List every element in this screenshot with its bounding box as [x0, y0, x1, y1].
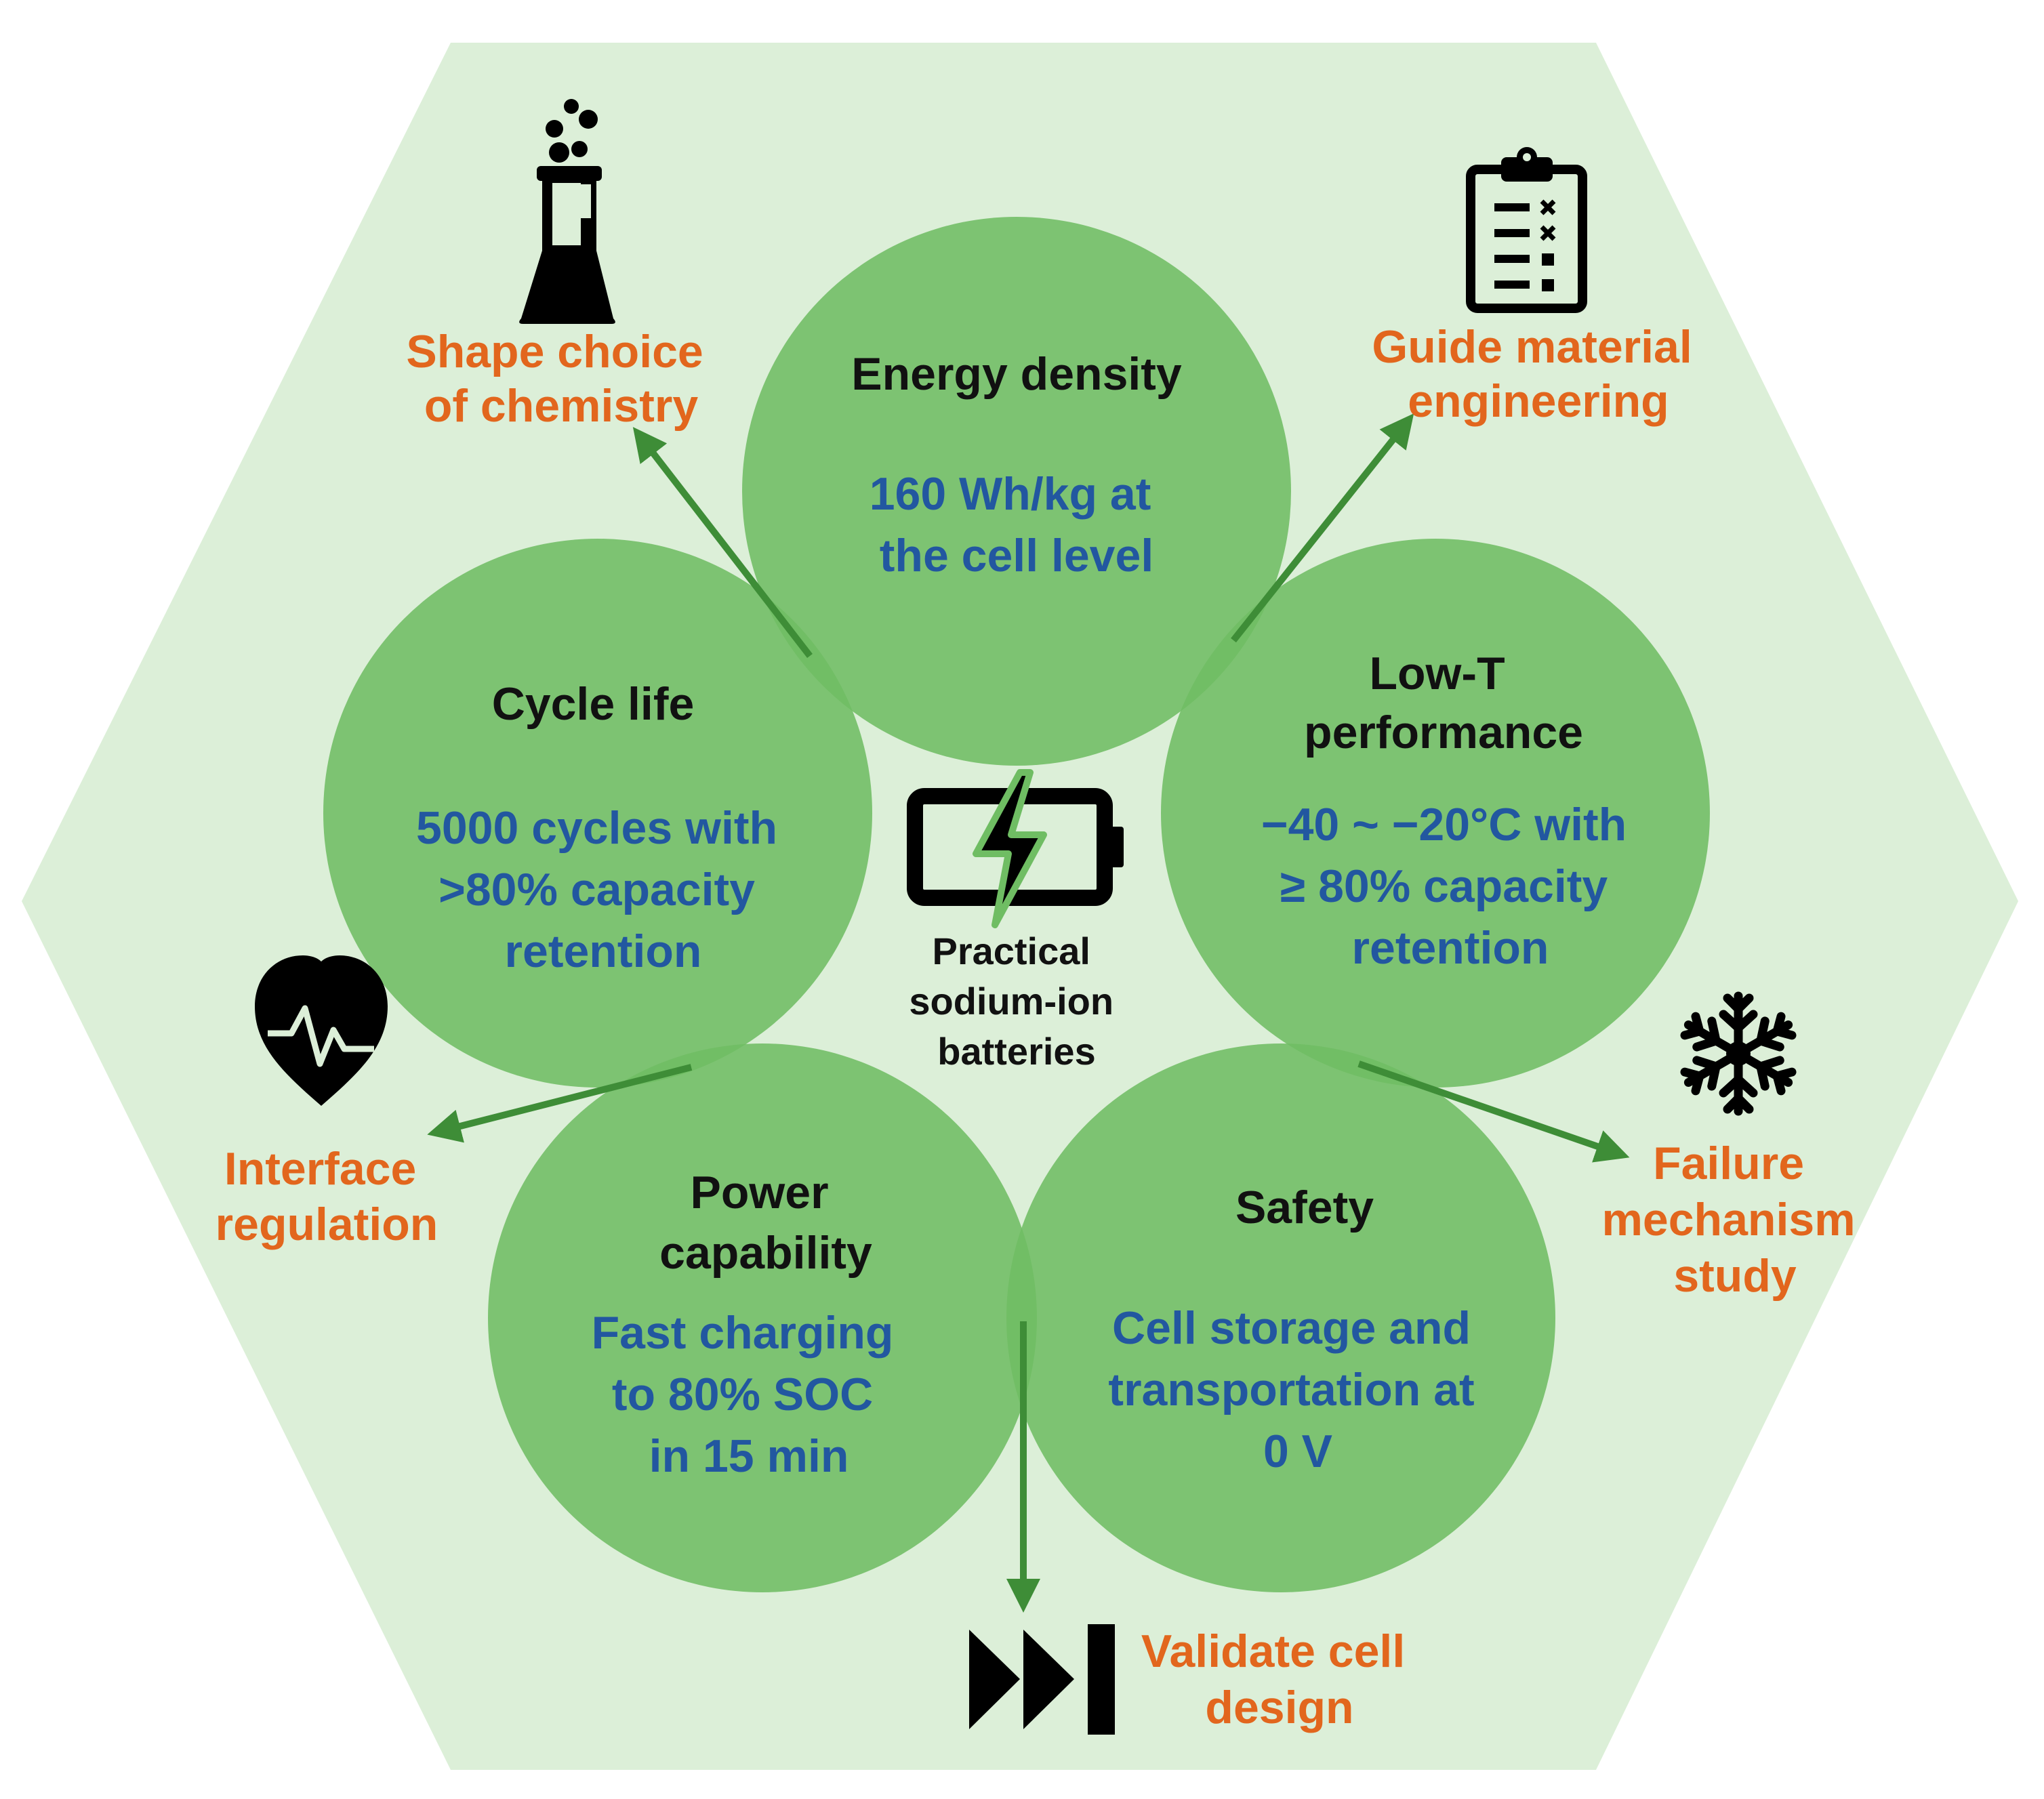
- arrow-to-failure-mechanism: [1357, 1060, 1630, 1163]
- title-line: Low-T: [1369, 648, 1505, 699]
- safety-target: Cell storage and transportation at 0 V: [1108, 1302, 1487, 1477]
- metric-circles: [323, 217, 1710, 1592]
- outcome-line: regulation: [216, 1199, 438, 1250]
- title-line: performance: [1304, 707, 1583, 758]
- title-line: Cycle life: [492, 678, 695, 730]
- outcome-line: design: [1205, 1682, 1353, 1733]
- outcome-line: Guide material: [1372, 321, 1692, 373]
- low-t-performance-target: −40 ~ −20°C with ≥ 80% capacity retentio…: [1261, 799, 1639, 974]
- target-line: >80% capacity: [438, 864, 755, 915]
- validate-design-label: Validate cell design: [1141, 1626, 1418, 1733]
- circle-power-capability: [488, 1043, 1037, 1592]
- failure-mechanism-label: Failure mechanism study: [1601, 1138, 1868, 1302]
- fast-forward-icon: [969, 1624, 1115, 1735]
- title-line: Energy density: [851, 348, 1182, 400]
- battery-charging-icon: [907, 769, 1124, 928]
- outcome-line: engineering: [1408, 375, 1669, 427]
- title-line: Power: [691, 1167, 829, 1218]
- title-line: Safety: [1235, 1182, 1374, 1233]
- center-label-line: sodium-ion: [909, 980, 1113, 1022]
- cycle-life-title: Cycle life: [492, 678, 695, 730]
- circle-low-t-performance: [1161, 539, 1710, 1088]
- target-line: retention: [505, 926, 702, 977]
- target-line: 0 V: [1263, 1426, 1332, 1477]
- outcome-line: Interface: [224, 1143, 416, 1195]
- outcome-arrows: [427, 413, 1630, 1613]
- energy-density-title: Energy density: [851, 348, 1182, 400]
- outcome-line: of chemistry: [424, 380, 699, 432]
- target-line: ≥ 80% capacity: [1280, 861, 1608, 912]
- energy-density-target: 160 Wh/kg at the cell level: [870, 468, 1164, 581]
- center-label-line: batteries: [937, 1030, 1095, 1073]
- outcome-line: Shape choice: [406, 326, 703, 377]
- center-label-line: Practical: [932, 930, 1090, 972]
- target-line: retention: [1352, 922, 1549, 974]
- target-line: the cell level: [880, 530, 1153, 581]
- outcome-line: study: [1673, 1250, 1797, 1302]
- arrow-to-interface-regulation: [427, 1064, 693, 1143]
- circle-cycle-life: [323, 539, 872, 1088]
- target-line: in 15 min: [649, 1430, 849, 1482]
- cycle-life-target: 5000 cycles with >80% capacity retention: [416, 802, 790, 977]
- guide-material-label: Guide material engineering: [1372, 321, 1704, 427]
- circle-energy-density: [742, 217, 1291, 766]
- target-line: −40 ~ −20°C with: [1261, 799, 1627, 850]
- clipboard-checklist-icon: [1466, 147, 1587, 313]
- outcome-line: Failure: [1653, 1138, 1804, 1189]
- title-line: capability: [659, 1227, 872, 1279]
- target-line: transportation at: [1108, 1364, 1474, 1415]
- arrow-to-shape-choice: [632, 427, 813, 659]
- power-capability-target: Fast charging to 80% SOC in 15 min: [592, 1307, 907, 1482]
- arrow-to-guide-material: [1231, 413, 1414, 643]
- target-line: to 80% SOC: [612, 1369, 873, 1420]
- interface-regulation-label: Interface regulation: [216, 1143, 438, 1250]
- snowflake-icon: [1681, 991, 1795, 1111]
- circle-safety: [1006, 1043, 1555, 1592]
- flask-icon: [519, 99, 615, 324]
- power-capability-title: Power capability: [659, 1167, 872, 1279]
- target-line: 5000 cycles with: [416, 802, 777, 854]
- outcome-line: mechanism: [1601, 1194, 1855, 1245]
- safety-title: Safety: [1235, 1182, 1374, 1233]
- target-line: Cell storage and: [1112, 1302, 1471, 1354]
- target-line: Fast charging: [592, 1307, 894, 1359]
- outcome-line: Validate cell: [1141, 1626, 1405, 1677]
- target-line: 160 Wh/kg at: [870, 468, 1151, 520]
- center-label: Practical sodium-ion batteries: [909, 930, 1124, 1073]
- low-t-performance-title: Low-T performance: [1304, 648, 1583, 758]
- heart-pulse-icon: [255, 955, 388, 1106]
- shape-choice-label: Shape choice of chemistry: [406, 326, 716, 432]
